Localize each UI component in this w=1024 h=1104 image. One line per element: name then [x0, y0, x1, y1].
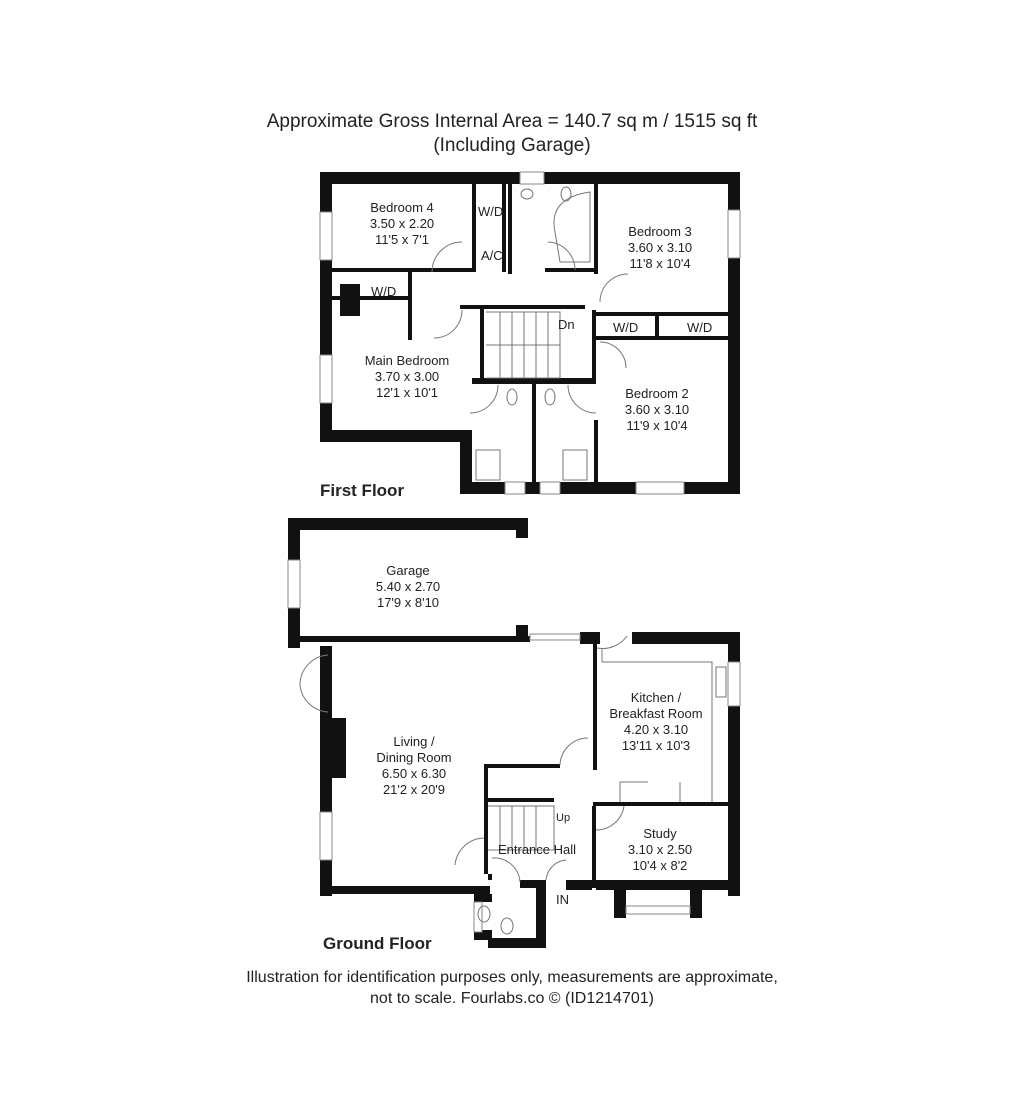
disclaimer-line-2: not to scale. Fourlabs.co © (ID1214701) — [370, 990, 654, 1007]
room-main-bedroom: Main Bedroom 3.70 x 3.00 12'1 x 10'1 — [365, 353, 450, 401]
room-name-line2: Dining Room — [376, 750, 452, 765]
room-metric: 3.10 x 2.50 — [627, 842, 693, 857]
room-study: Study 3.10 x 2.50 10'4 x 8'2 — [628, 826, 692, 874]
room-imperial: 10'4 x 8'2 — [632, 858, 688, 873]
room-entrance-hall: Entrance Hall — [497, 842, 577, 857]
room-metric: 3.60 x 3.10 — [627, 240, 693, 255]
room-imperial: 11'9 x 10'4 — [626, 418, 688, 433]
wardrobe-label: W/D — [478, 204, 504, 219]
room-bedroom-3: Bedroom 3 3.60 x 3.10 11'8 x 10'4 — [628, 224, 692, 272]
disclaimer-line-1: Illustration for identification purposes… — [246, 969, 778, 986]
room-metric: 3.70 x 3.00 — [374, 369, 440, 384]
room-garage: Garage 5.40 x 2.70 17'9 x 8'10 — [376, 563, 440, 611]
room-imperial: 11'5 x 7'1 — [375, 232, 429, 247]
gross-area-note: (Including Garage) — [433, 135, 591, 156]
room-metric: 6.50 x 6.30 — [381, 766, 447, 781]
room-metric: 4.20 x 3.10 — [623, 722, 689, 737]
room-metric: 5.40 x 2.70 — [375, 579, 441, 594]
room-imperial: 12'1 x 10'1 — [375, 385, 439, 400]
room-imperial: 11'8 x 10'4 — [629, 256, 691, 271]
room-living-dining: Living / Dining Room 6.50 x 6.30 21'2 x … — [376, 734, 451, 798]
wardrobe-label: W/D — [613, 320, 639, 335]
ground-floor-label: Ground Floor — [323, 934, 432, 953]
wardrobe-label: W/D — [371, 284, 397, 299]
room-metric: 3.60 x 3.10 — [624, 402, 690, 417]
wardrobe-label: W/D — [687, 320, 713, 335]
room-name: Main Bedroom — [364, 353, 450, 368]
stairs-down-label: Dn — [558, 317, 575, 332]
room-name: Study — [643, 826, 677, 841]
room-imperial: 21'2 x 20'9 — [382, 782, 446, 797]
room-name-line2: Breakfast Room — [609, 706, 703, 721]
room-bedroom-4: Bedroom 4 3.50 x 2.20 11'5 x 7'1 — [370, 200, 434, 248]
first-floor-label: First Floor — [320, 481, 405, 500]
room-name: Bedroom 4 — [370, 200, 434, 215]
room-name: Kitchen / — [630, 690, 682, 705]
airing-cupboard-label: A/C — [481, 248, 503, 263]
entrance-in-label: IN — [556, 892, 569, 907]
gross-area-title: Approximate Gross Internal Area = 140.7 … — [266, 111, 758, 132]
room-kitchen-breakfast: Kitchen / Breakfast Room 4.20 x 3.10 13'… — [609, 690, 702, 754]
stairs-up-label: Up — [556, 812, 571, 824]
room-metric: 3.50 x 2.20 — [369, 216, 435, 231]
room-name: Bedroom 2 — [625, 386, 689, 401]
room-imperial: 13'11 x 10'3 — [621, 738, 691, 753]
room-name: Bedroom 3 — [628, 224, 692, 239]
room-bedroom-2: Bedroom 2 3.60 x 3.10 11'9 x 10'4 — [625, 386, 689, 434]
room-imperial: 17'9 x 8'10 — [376, 595, 440, 610]
room-name: Living / — [393, 734, 435, 749]
room-name: Garage — [386, 563, 430, 578]
